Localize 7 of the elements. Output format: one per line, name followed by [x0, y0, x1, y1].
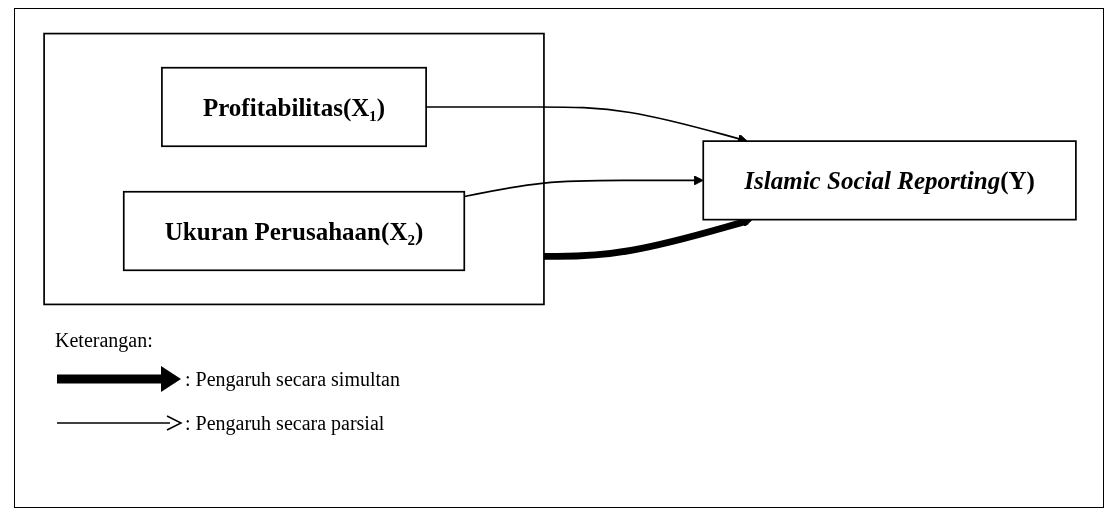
node-box: Ukuran Perusahaan(X₂) — [122, 190, 466, 272]
note-text: Keterangan: — [55, 329, 154, 352]
legend-text: : Pengaruh secara parsial — [185, 411, 385, 435]
cluster — [43, 32, 545, 306]
node-box: Islamic Social Reporting(Y) — [702, 140, 1077, 221]
legend-text: : Pengaruh secara simultan — [185, 367, 400, 391]
node-box: Profitabilitas(X₁) — [161, 66, 427, 148]
